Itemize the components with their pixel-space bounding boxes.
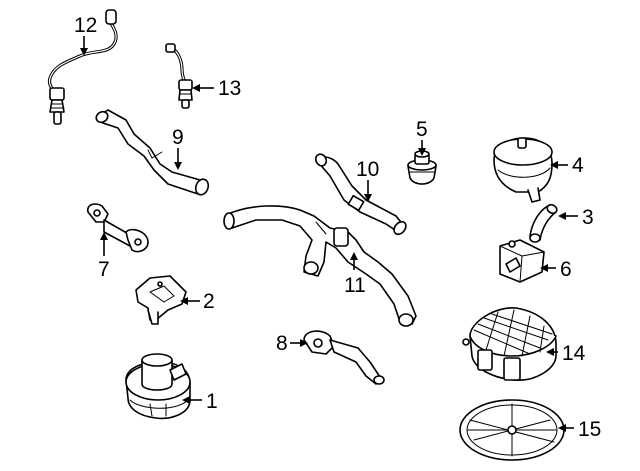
- leader-4: [550, 161, 568, 169]
- part-8-air-pipe-flange[interactable]: [303, 330, 385, 385]
- callout-10: 10: [356, 158, 379, 181]
- leader-11: [350, 252, 358, 270]
- part-11-main-air-hose[interactable]: [223, 205, 417, 327]
- callout-13: 13: [218, 77, 241, 100]
- callout-11: 11: [344, 274, 366, 297]
- callout-4: 4: [572, 154, 584, 177]
- leader-1: [182, 396, 202, 404]
- callout-12: 12: [74, 14, 97, 37]
- part-13-oxygen-sensor[interactable]: [165, 43, 193, 109]
- part-5-check-valve[interactable]: [407, 150, 437, 185]
- callout-2: 2: [203, 290, 215, 313]
- leader-13: [192, 84, 214, 92]
- leader-9: [174, 148, 182, 170]
- callout-9: 9: [172, 126, 184, 149]
- leader-5: [418, 140, 426, 156]
- callout-1: 1: [206, 390, 218, 413]
- leader-8: [290, 339, 308, 347]
- callout-6: 6: [560, 258, 572, 281]
- callout-5: 5: [416, 118, 428, 141]
- part-14-filter-housing[interactable]: [462, 307, 557, 381]
- leader-15: [558, 424, 574, 432]
- leader-3: [558, 212, 578, 220]
- part-2-bracket[interactable]: [135, 275, 187, 325]
- callout-7: 7: [98, 258, 110, 281]
- callout-15: 15: [578, 418, 601, 441]
- leader-10: [364, 180, 372, 202]
- leader-6: [540, 264, 556, 272]
- part-4-reservoir[interactable]: [493, 137, 553, 203]
- leader-14: [546, 348, 558, 356]
- part-9-air-pipe[interactable]: [94, 109, 210, 197]
- part-3-short-hose[interactable]: [529, 203, 558, 243]
- part-12-oxygen-sensor[interactable]: [47, 9, 118, 125]
- callout-3: 3: [582, 206, 594, 229]
- callout-14: 14: [562, 342, 586, 365]
- callout-8: 8: [276, 332, 288, 355]
- leader-2: [180, 297, 200, 305]
- leader-12: [80, 36, 88, 56]
- part-7-air-pipe-bracket[interactable]: [86, 203, 149, 253]
- part-10-air-hose[interactable]: [314, 152, 409, 236]
- part-15-gasket[interactable]: [459, 399, 565, 461]
- part-1-air-pump[interactable]: [125, 353, 191, 420]
- part-6-control-module[interactable]: [499, 239, 545, 283]
- leader-7: [100, 232, 108, 256]
